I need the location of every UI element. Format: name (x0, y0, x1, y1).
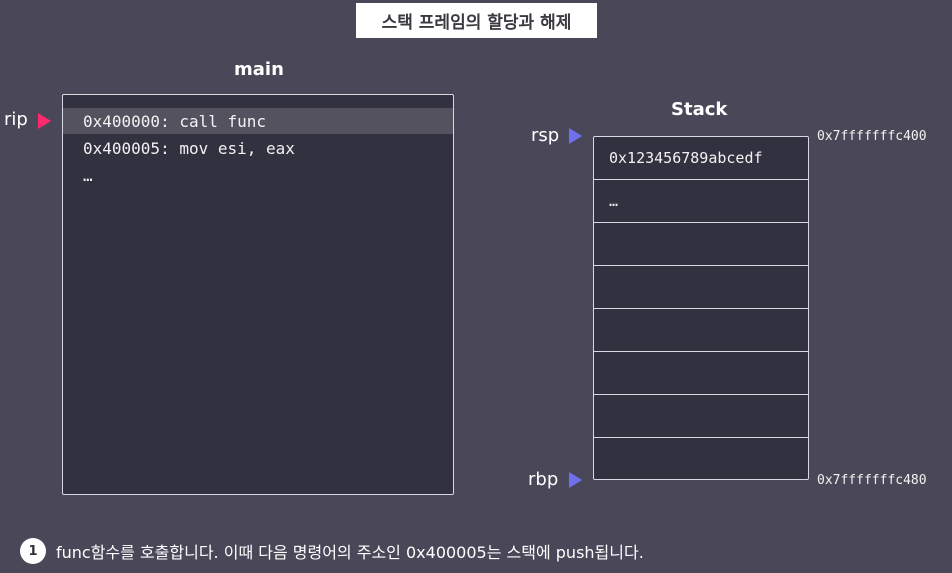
code-panel: 0x400000: call func 0x400005: mov esi, e… (62, 94, 454, 495)
stack-slot (594, 223, 808, 266)
stack-frame: 0x123456789abcedf … (593, 136, 809, 480)
rsp-pointer-icon (569, 128, 582, 144)
stack-slot: 0x123456789abcedf (594, 137, 808, 180)
caption-text: func함수를 호출합니다. 이때 다음 명령어의 주소인 0x400005는 … (56, 543, 644, 562)
stack-bottom-address: 0x7fffffffc480 (817, 473, 927, 488)
main-heading: main (234, 59, 284, 80)
stack-top-address: 0x7fffffffc400 (817, 129, 927, 144)
step-number-badge: 1 (20, 538, 46, 564)
code-line-ellipsis: … (83, 165, 93, 185)
stack-slot (594, 309, 808, 352)
stack-slot: … (594, 180, 808, 223)
rsp-label: rsp (531, 125, 560, 146)
stack-slot (594, 266, 808, 309)
code-line-current: 0x400000: call func (63, 108, 453, 134)
stack-heading: Stack (671, 99, 728, 120)
rbp-label: rbp (528, 469, 559, 490)
diagram-title: 스택 프레임의 할당과 해제 (356, 3, 597, 38)
rbp-pointer-icon (569, 472, 582, 488)
stack-slot (594, 352, 808, 395)
stack-slot (594, 438, 808, 481)
rip-label: rip (4, 109, 28, 130)
step-caption: 1 func함수를 호출합니다. 이때 다음 명령어의 주소인 0x400005… (20, 538, 644, 564)
code-line: 0x400005: mov esi, eax (83, 138, 295, 158)
rip-pointer-icon (38, 113, 51, 129)
stack-slot (594, 395, 808, 438)
